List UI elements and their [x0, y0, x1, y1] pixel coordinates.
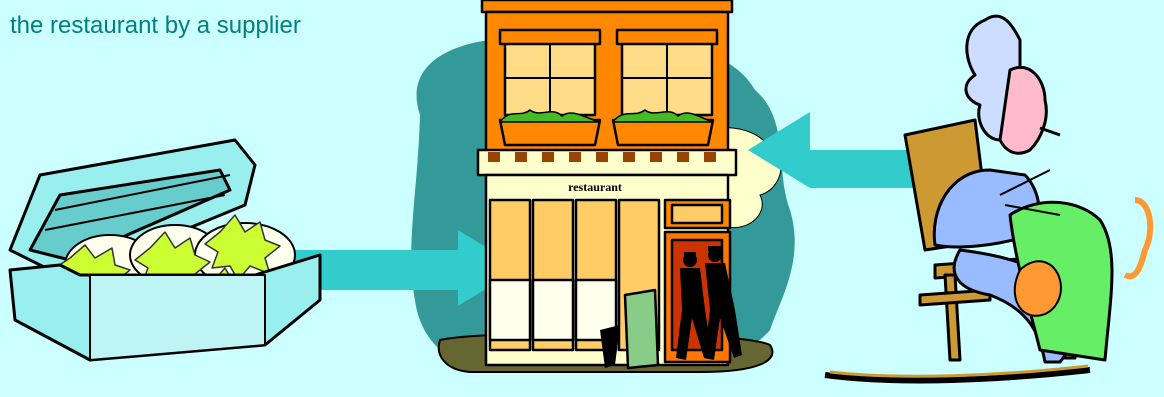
- vegetable-crate-icon: [10, 140, 320, 360]
- knitting-grandmother-rocking-chair-icon: [825, 16, 1150, 380]
- restaurant-building-icon: restaurant: [478, 0, 742, 368]
- restaurant-sign-text: restaurant: [568, 180, 622, 194]
